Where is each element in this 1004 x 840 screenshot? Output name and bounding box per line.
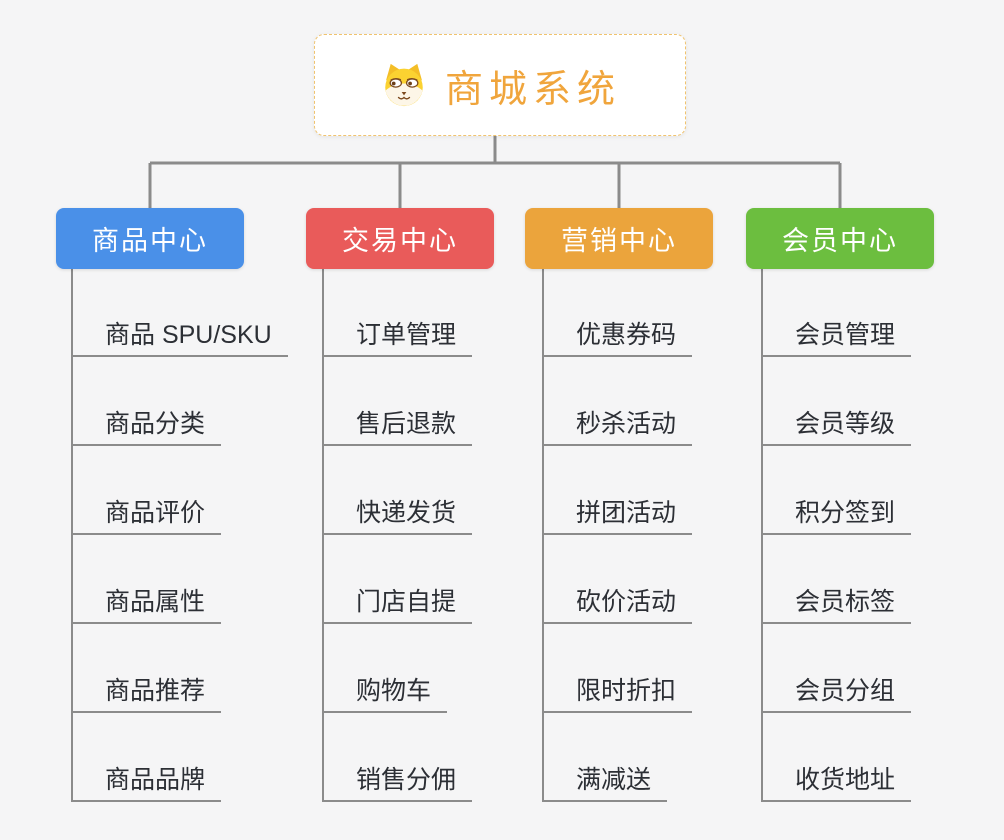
subtopic[interactable]: 购物车 (322, 676, 448, 713)
subtopic[interactable]: 商品属性 (71, 587, 222, 624)
subtopic[interactable]: 会员等级 (761, 409, 912, 446)
subtopic[interactable]: 会员分组 (761, 676, 912, 713)
subtopic[interactable]: 砍价活动 (542, 587, 693, 624)
subtopic[interactable]: 订单管理 (322, 320, 473, 357)
subtopic[interactable]: 积分签到 (761, 498, 912, 535)
branch-node-member-center[interactable]: 会员中心 (746, 208, 934, 269)
branch-label: 商品中心 (92, 226, 208, 256)
subtopic[interactable]: 商品 SPU/SKU (71, 320, 288, 357)
subtopic[interactable]: 拼团活动 (542, 498, 693, 535)
subtopic[interactable]: 销售分佣 (322, 765, 473, 802)
subtopic[interactable]: 门店自提 (322, 587, 473, 624)
branch-label: 会员中心 (782, 226, 898, 256)
branch-node-product-center[interactable]: 商品中心 (56, 208, 244, 269)
subtopic[interactable]: 商品推荐 (71, 676, 222, 713)
root-topic-label: 商城系统 (444, 68, 621, 111)
subtopic[interactable]: 优惠券码 (542, 320, 693, 357)
subtopic[interactable]: 满减送 (542, 765, 668, 802)
subtopic[interactable]: 商品评价 (71, 498, 222, 535)
branch-label: 交易中心 (342, 226, 458, 256)
branch-node-marketing-center[interactable]: 营销中心 (525, 208, 713, 269)
subtopic[interactable]: 会员管理 (761, 320, 912, 357)
branch-label: 营销中心 (561, 226, 677, 256)
subtopic[interactable]: 售后退款 (322, 409, 473, 446)
root-topic[interactable]: 商城系统 (314, 34, 686, 136)
subtopic[interactable]: 限时折扣 (542, 676, 693, 713)
subtopic[interactable]: 商品分类 (71, 409, 222, 446)
subtopic[interactable]: 会员标签 (761, 587, 912, 624)
subtopic[interactable]: 快递发货 (322, 498, 473, 535)
subtopic[interactable]: 收货地址 (761, 765, 912, 802)
shiba-dog-icon (385, 63, 423, 107)
subtopic[interactable]: 商品品牌 (71, 765, 222, 802)
branch-node-trade-center[interactable]: 交易中心 (306, 208, 494, 269)
subtopic[interactable]: 秒杀活动 (542, 409, 693, 446)
